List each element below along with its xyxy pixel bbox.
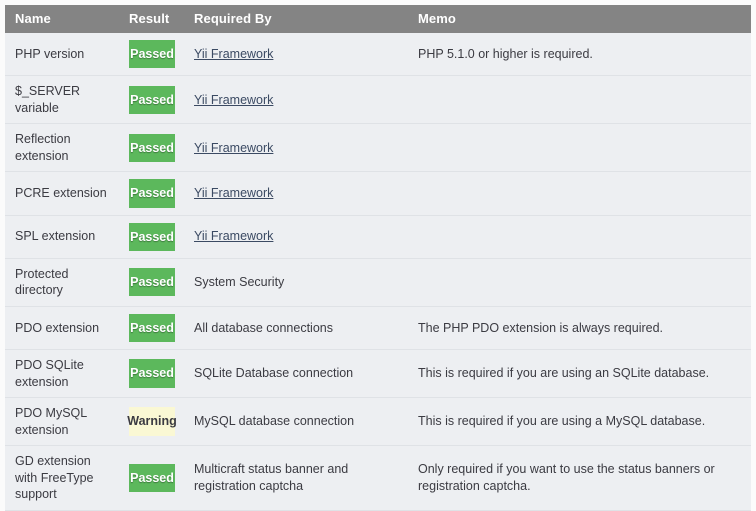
required-by-text: System Security xyxy=(194,275,285,289)
status-badge: Passed xyxy=(129,40,175,69)
table-header: Name Result Required By Memo xyxy=(5,5,751,33)
memo-cell xyxy=(408,214,751,259)
status-badge: Passed xyxy=(129,222,175,251)
table-row: PDO MySQL extension Warning MySQL database… xyxy=(5,397,751,446)
table-row: Reflection extension Passed Yii Framework xyxy=(5,123,751,173)
memo-text: PHP 5.1.0 or higher is required. xyxy=(418,46,593,61)
status-badge: Passed xyxy=(129,133,175,162)
required-by-link[interactable]: Yii Framework xyxy=(194,140,274,155)
requirement-name: PDO extension xyxy=(5,305,119,351)
required-by-cell: MySQL database connection xyxy=(184,397,408,446)
required-by-text: All database connections xyxy=(194,320,333,335)
required-by-cell[interactable]: Yii Framework xyxy=(184,171,408,216)
status-badge: Passed xyxy=(129,463,175,492)
memo-text: This is required if you are using an SQL… xyxy=(418,366,710,381)
result-cell: Passed xyxy=(119,214,184,259)
required-by-cell: All database connections xyxy=(184,305,408,351)
requirement-name: Reflection extension xyxy=(5,123,119,173)
memo-cell: This is required if you are using an SQL… xyxy=(408,349,751,398)
required-by-cell[interactable]: Yii Framework xyxy=(184,123,408,173)
result-cell: Warning xyxy=(119,397,184,446)
memo-cell xyxy=(408,257,751,307)
requirements-table: Name Result Required By Memo PHP version… xyxy=(5,5,751,511)
table-row: Protected directory Passed System Security xyxy=(5,257,751,307)
memo-cell: PHP 5.1.0 or higher is required. xyxy=(408,33,751,77)
memo-cell: This is required if you are using a MySQ… xyxy=(408,397,751,446)
required-by-cell[interactable]: Yii Framework xyxy=(184,33,408,77)
column-header-memo: Memo xyxy=(408,5,751,33)
column-header-required-by: Required By xyxy=(184,5,408,33)
status-badge: Passed xyxy=(129,313,175,342)
required-by-text: SQLite Database connection xyxy=(194,366,354,381)
column-header-name: Name xyxy=(5,5,119,33)
table-row: $_SERVER variable Passed Yii Framework xyxy=(5,75,751,125)
status-badge: Passed xyxy=(129,268,175,297)
table-row: PCRE extension Passed Yii Framework xyxy=(5,171,751,216)
result-cell: Passed xyxy=(119,171,184,216)
requirement-name: PDO MySQL extension xyxy=(5,397,119,446)
requirement-name: PHP version xyxy=(5,33,119,77)
required-by-link[interactable]: Yii Framework xyxy=(194,46,274,61)
table-header-row: Name Result Required By Memo xyxy=(5,5,751,33)
result-cell: Passed xyxy=(119,33,184,77)
table-row: SPL extension Passed Yii Framework xyxy=(5,214,751,259)
required-by-cell[interactable]: Yii Framework xyxy=(184,75,408,125)
requirement-name: Protected directory xyxy=(5,257,119,307)
required-by-link[interactable]: Yii Framework xyxy=(194,186,274,201)
table-row: GD extension with FreeType support Passed… xyxy=(5,445,751,511)
table-row: PDO SQLite extension Passed SQLite Databas… xyxy=(5,349,751,398)
result-cell: Passed xyxy=(119,123,184,173)
memo-text: Only required if you want to use the sta… xyxy=(418,462,715,493)
requirement-name: PCRE extension xyxy=(5,171,119,216)
status-badge: Passed xyxy=(129,179,175,208)
required-by-cell[interactable]: Yii Framework xyxy=(184,214,408,259)
required-by-cell: Multicraft status banner and registratio… xyxy=(184,445,408,511)
result-cell: Passed xyxy=(119,305,184,351)
memo-cell xyxy=(408,75,751,125)
table-row: PHP version Passed Yii Framework PHP 5.1.0 … xyxy=(5,33,751,77)
required-by-cell: SQLite Database connection xyxy=(184,349,408,398)
memo-cell xyxy=(408,123,751,173)
result-cell: Passed xyxy=(119,75,184,125)
table-row: PDO extension Passed All database connecti… xyxy=(5,305,751,351)
requirement-name: GD extension with FreeType support xyxy=(5,445,119,511)
result-cell: Passed xyxy=(119,349,184,398)
result-cell: Passed xyxy=(119,257,184,307)
memo-text: The PHP PDO extension is always required… xyxy=(418,320,664,335)
status-badge: Passed xyxy=(129,359,175,388)
required-by-text: MySQL database connection xyxy=(194,414,355,429)
required-by-link[interactable]: Yii Framework xyxy=(194,229,274,244)
memo-cell: Only required if you want to use the sta… xyxy=(408,445,751,511)
result-cell: Passed xyxy=(119,445,184,511)
requirement-name: $_SERVER variable xyxy=(5,75,119,125)
required-by-cell: System Security xyxy=(184,257,408,307)
required-by-text: Multicraft status banner and registratio… xyxy=(194,462,349,493)
requirement-name: SPL extension xyxy=(5,214,119,259)
memo-cell xyxy=(408,171,751,216)
requirement-name: PDO SQLite extension xyxy=(5,349,119,398)
memo-cell: The PHP PDO extension is always required… xyxy=(408,305,751,351)
memo-text: This is required if you are using a MySQ… xyxy=(418,414,706,429)
status-badge: Warning xyxy=(127,407,177,436)
status-badge: Passed xyxy=(129,85,175,114)
required-by-link[interactable]: Yii Framework xyxy=(194,92,274,107)
column-header-result: Result xyxy=(119,5,184,33)
